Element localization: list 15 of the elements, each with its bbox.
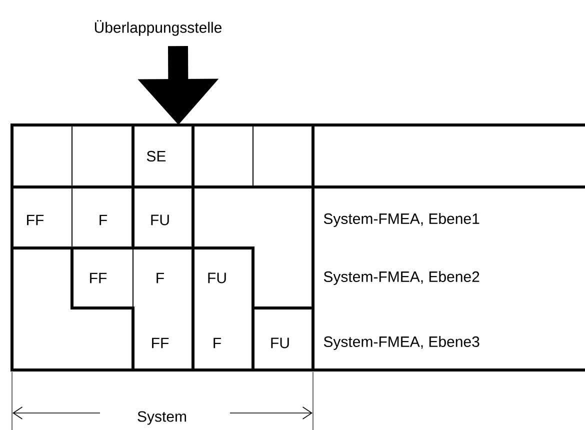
caption-text: Überlappungsstelle <box>94 20 222 36</box>
cell-text: FF <box>90 272 107 284</box>
cell-text: FF <box>27 214 44 226</box>
cell-text: F <box>100 214 107 226</box>
cell-text: F <box>156 272 164 284</box>
table-cell: SE <box>146 150 166 162</box>
cell-text: FU <box>271 338 289 348</box>
row-label: System-FMEA, Ebene1 <box>324 213 480 227</box>
dimension-label: System <box>138 411 186 425</box>
row-label: System-FMEA, Ebene2 <box>324 271 480 285</box>
cell-text: F <box>214 338 221 348</box>
cell-text: FU <box>208 272 226 284</box>
cell-text: FF <box>152 338 169 348</box>
row-label: System-FMEA, Ebene3 <box>324 336 480 350</box>
cell-text: FU <box>151 214 169 226</box>
